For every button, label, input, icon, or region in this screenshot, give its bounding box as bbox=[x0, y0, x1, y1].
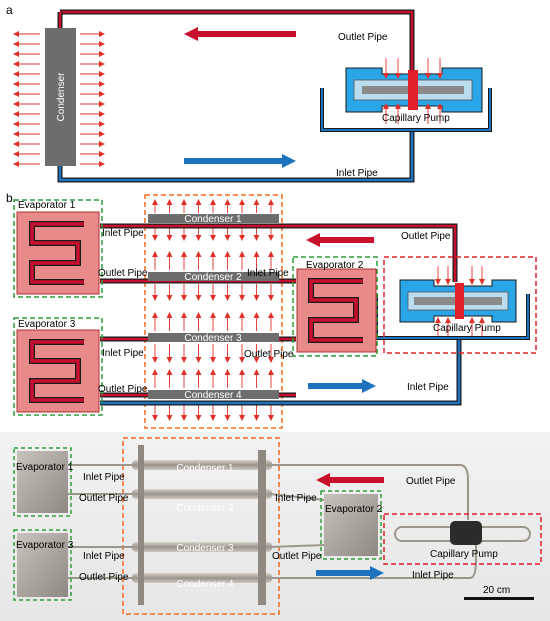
panel-b-inlet-label-1: Inlet Pipe bbox=[102, 228, 144, 239]
panel-b-evaporator-1: Evaporator 1 bbox=[13, 199, 103, 298]
panel-a-capillary-pump bbox=[345, 58, 483, 124]
panel-b-evaporator-2: Evaporator 2 bbox=[292, 256, 378, 357]
panel-a-outlet-flow-arrow bbox=[184, 27, 296, 41]
panel-a-inlet-pipe bbox=[57, 88, 492, 183]
photo-evaporator-3: Evaporator 3 bbox=[13, 529, 74, 601]
panel-b-condenser-label: Condenser 3 bbox=[184, 333, 242, 344]
photo-condenser-zone bbox=[122, 437, 280, 615]
photo-evaporator-2-label: Evaporator 2 bbox=[325, 504, 383, 515]
photo-pump-zone bbox=[383, 513, 542, 565]
photo-evaporator-3-label: Evaporator 3 bbox=[16, 540, 74, 551]
panel-a-condenser bbox=[45, 28, 76, 166]
panel-a-outlet-pipe bbox=[57, 9, 415, 74]
panel-b-pump-label: Capillary Pump bbox=[433, 323, 501, 334]
panel-b-inlet-label-2: Inlet Pipe bbox=[247, 268, 289, 279]
photo-outlet-label-2: Outlet Pipe bbox=[272, 551, 322, 562]
panel-a-pump-label: Capillary Pump bbox=[382, 113, 450, 124]
panel-b-capillary-pump bbox=[399, 266, 517, 336]
photo-inlet-label-3: Inlet Pipe bbox=[83, 551, 125, 562]
photo-condenser-label: Condenser 4 bbox=[176, 579, 234, 590]
panel-b-condenser-label: Condenser 2 bbox=[184, 272, 242, 283]
panel-b-letter: b bbox=[6, 191, 13, 205]
photo-outlet-label-3: Outlet Pipe bbox=[79, 572, 129, 583]
panel-b-condenser-bar bbox=[148, 214, 279, 223]
photo-inlet-label-main: Inlet Pipe bbox=[412, 570, 454, 581]
panel-b-outlet-label-3: Outlet Pipe bbox=[98, 384, 148, 395]
panel-a-left-heat-arrows bbox=[13, 31, 40, 167]
panel-a-inlet-flow-arrow bbox=[184, 154, 296, 168]
panel-b-condenser-zone bbox=[144, 194, 283, 429]
photo-scale-bar: 20 cm bbox=[464, 585, 534, 600]
panel-b-inlet-flow-arrow bbox=[308, 379, 376, 393]
photo-scale-label: 20 cm bbox=[483, 585, 510, 596]
photo-outlet-label-main: Outlet Pipe bbox=[406, 476, 456, 487]
panel-b-evaporator-2-label: Evaporator 2 bbox=[306, 260, 364, 271]
photo-pipes bbox=[60, 464, 477, 579]
panel-b-condenser-bar bbox=[148, 333, 279, 342]
panel-b-heat-arrows bbox=[152, 199, 274, 421]
photo-evaporator-2: Evaporator 2 bbox=[320, 490, 383, 560]
panel-b-outlet-label-1: Outlet Pipe bbox=[98, 268, 148, 279]
panel-b-evaporator-1-label: Evaporator 1 bbox=[18, 200, 76, 211]
panel-b-outlet-label-2: Outlet Pipe bbox=[244, 349, 294, 360]
panel-b-evaporator-3-label: Evaporator 3 bbox=[18, 319, 76, 330]
panel-b-evaporator-3: Evaporator 3 bbox=[13, 317, 103, 416]
panel-a-right-heat-arrows bbox=[80, 31, 105, 167]
panel-photo: Condenser 1 Condenser 2 Condenser 3 Cond… bbox=[0, 432, 550, 621]
panel-a-outlet-label: Outlet Pipe bbox=[338, 32, 388, 43]
photo-inlet-label-1: Inlet Pipe bbox=[83, 472, 125, 483]
panel-b: b Condenser 1 Cond bbox=[6, 191, 537, 429]
panel-b-pump-zone bbox=[383, 256, 537, 354]
panel-a-condenser-label: Condenser bbox=[56, 72, 67, 122]
photo-inlet-label-2: Inlet Pipe bbox=[275, 493, 317, 504]
panel-b-condenser-bar bbox=[148, 390, 279, 399]
panel-b-inlet-label-3: Inlet Pipe bbox=[102, 348, 144, 359]
photo-condensers: Condenser 1 Condenser 2 Condenser 3 Cond… bbox=[132, 445, 272, 605]
panel-a-inlet-label: Inlet Pipe bbox=[336, 168, 378, 179]
photo-outlet-flow-arrow bbox=[316, 473, 384, 487]
photo-capillary-pump bbox=[394, 521, 531, 545]
panel-b-outlet-label-main: Outlet Pipe bbox=[401, 231, 451, 242]
panel-b-condenser-label: Condenser 1 bbox=[184, 214, 242, 225]
photo-condenser-label: Condenser 1 bbox=[176, 463, 234, 474]
panel-b-condensers: Condenser 1 Condenser 2 Condenser 3 Cond… bbox=[148, 214, 279, 401]
photo-condenser-label: Condenser 2 bbox=[176, 503, 234, 514]
panel-b-condenser-label: Condenser 4 bbox=[184, 390, 242, 401]
panel-b-condenser-bar bbox=[148, 272, 279, 281]
photo-evaporator-1: Evaporator 1 bbox=[13, 447, 74, 517]
photo-evaporator-1-label: Evaporator 1 bbox=[16, 462, 74, 473]
panel-a: a Condenser Outlet Pipe bbox=[6, 3, 492, 183]
panel-b-inlet-label-main: Inlet Pipe bbox=[407, 382, 449, 393]
photo-outlet-label-1: Outlet Pipe bbox=[79, 493, 129, 504]
photo-condenser-label: Condenser 3 bbox=[176, 543, 234, 554]
panel-a-letter: a bbox=[6, 3, 13, 17]
panel-b-outlet-flow-arrow bbox=[306, 233, 374, 247]
photo-pump-label: Capillary Pump bbox=[430, 549, 498, 560]
photo-inlet-flow-arrow bbox=[316, 566, 384, 580]
